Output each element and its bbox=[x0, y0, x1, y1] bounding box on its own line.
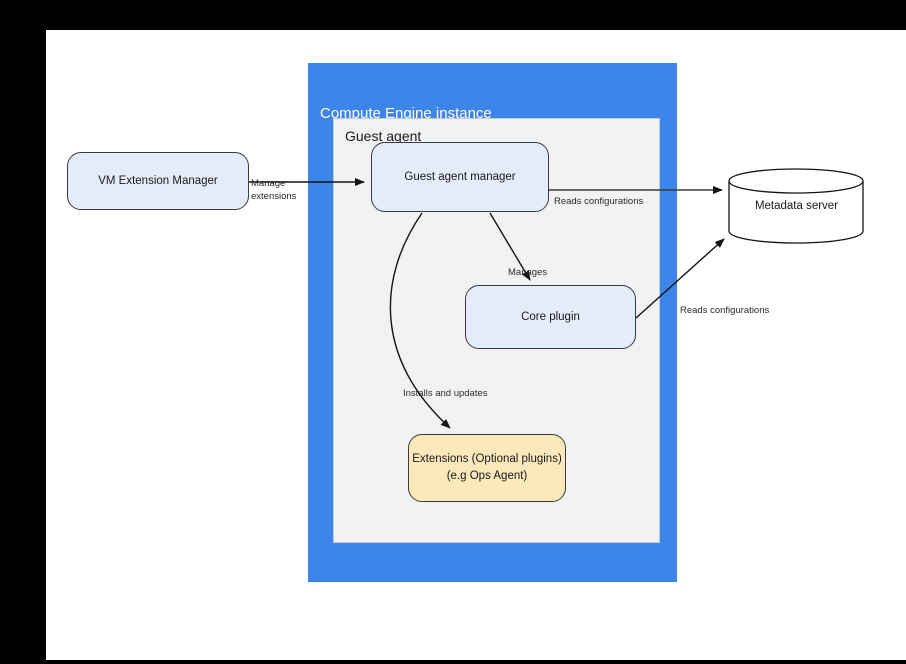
node-label-vm-extension-manager: VM Extension Manager bbox=[98, 174, 218, 187]
edge-label-line1: Manage bbox=[251, 178, 286, 189]
edge-label-line2: extensions bbox=[251, 190, 297, 202]
edge-label-reads-configurations-core-plugin: Reads configurations bbox=[680, 305, 770, 316]
container-title-compute-engine-instance: Compute Engine instance bbox=[320, 105, 492, 122]
container-title-guest-agent: Guest agent bbox=[345, 128, 422, 144]
edge-label-reads-configurations-manager: Reads configurations bbox=[554, 196, 644, 207]
node-vm-extension-manager[interactable]: VM Extension Manager bbox=[67, 152, 249, 210]
node-extensions[interactable]: Extensions (Optional plugins) (e.g Ops Ag… bbox=[408, 434, 566, 502]
edge-reads-configurations-core-plugin bbox=[635, 238, 725, 319]
edge-label-installs-and-updates: Installs and updates bbox=[403, 388, 488, 399]
node-label-extensions-line1: Extensions (Optional plugins) bbox=[412, 453, 562, 466]
node-metadata-server[interactable]: Metadata server bbox=[728, 168, 865, 244]
edges-layer bbox=[249, 178, 725, 429]
database-cylinder-icon bbox=[728, 168, 864, 244]
node-label-extensions-line2: (e.g Ops Agent) bbox=[446, 470, 528, 482]
node-label-guest-agent-manager: Guest agent manager bbox=[404, 170, 516, 183]
diagram-canvas: Compute Engine instance Guest agent Mana… bbox=[46, 30, 906, 660]
node-guest-agent-manager[interactable]: Guest agent manager bbox=[371, 142, 549, 212]
edge-manages bbox=[489, 212, 531, 281]
node-label-core-plugin: Core plugin bbox=[521, 310, 580, 323]
edge-installs-and-updates bbox=[389, 212, 451, 429]
node-label-extensions: Extensions (Optional plugins) (e.g Ops Ag… bbox=[412, 451, 562, 484]
node-core-plugin[interactable]: Core plugin bbox=[465, 285, 636, 349]
edge-label-manages: Manages bbox=[508, 267, 548, 278]
